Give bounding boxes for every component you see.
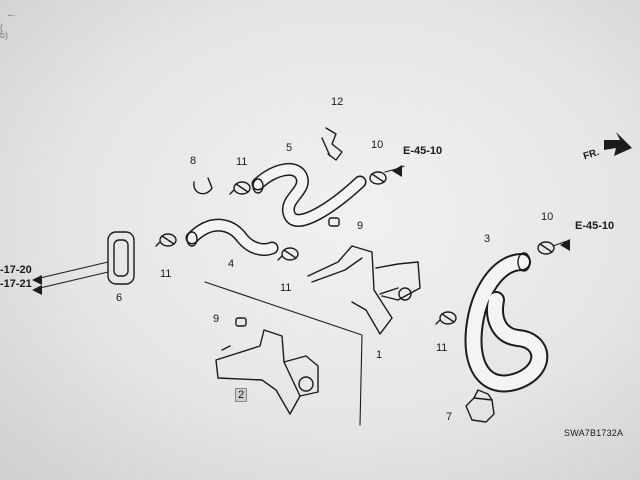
clamp-11c <box>277 247 299 261</box>
clamp-11b <box>155 233 177 247</box>
callout-3: 3 <box>484 233 491 245</box>
callout-6: 6 <box>116 292 123 304</box>
callout-4: 4 <box>228 258 235 270</box>
hose-3 <box>464 252 549 393</box>
callout-8: 8 <box>190 155 197 167</box>
hose-4 <box>185 218 279 257</box>
corner-mark: ( <box>0 22 3 32</box>
back-arrow-icon[interactable]: ← <box>6 8 17 20</box>
callout-2: 2 <box>234 388 248 402</box>
callout-11-top: 11 <box>236 156 248 168</box>
nut-9a <box>328 217 340 227</box>
arrow-left-ref-1-icon <box>32 275 42 285</box>
bracket-1 <box>307 245 421 335</box>
callout-1: 1 <box>376 349 383 361</box>
hose-5 <box>251 163 367 227</box>
callout-7: 7 <box>446 411 453 423</box>
clamp-10b <box>537 241 555 255</box>
inset-border <box>204 281 363 426</box>
clamp-10a <box>369 171 387 185</box>
arrow-e45-top-icon <box>392 165 402 177</box>
callout-9-lower: 9 <box>213 313 220 325</box>
callout-10-right: 10 <box>541 211 554 223</box>
callout-9-upper: 9 <box>357 220 364 232</box>
clamp-11a <box>229 181 251 195</box>
callout-12: 12 <box>331 96 344 108</box>
nut-9b <box>235 317 247 327</box>
clip-8 <box>193 177 213 195</box>
callout-11-right: 11 <box>436 342 448 354</box>
callout-10-top: 10 <box>371 139 384 151</box>
ref-e45-right: E-45-10 <box>575 220 615 232</box>
diagram-code: SWA7B1732A <box>564 428 624 438</box>
callout-5: 5 <box>286 142 293 154</box>
ref-e45-top: E-45-10 <box>403 145 443 157</box>
ref-left-1: -17-20 <box>0 264 32 276</box>
corner-mark-2: b) <box>0 30 9 40</box>
bracket-2 <box>215 329 319 415</box>
arrow-e45-right-icon <box>560 239 570 251</box>
clip-7 <box>465 389 495 423</box>
fr-arrow-icon <box>604 132 632 156</box>
arrow-left-ref-2-icon <box>32 285 42 295</box>
clip-12 <box>321 127 343 161</box>
clamp-11d <box>435 311 457 325</box>
callout-11-left: 11 <box>160 268 172 280</box>
ref-left-2: -17-21 <box>0 278 32 290</box>
bracket-6 <box>107 231 135 285</box>
callout-11-mid: 11 <box>280 282 292 294</box>
